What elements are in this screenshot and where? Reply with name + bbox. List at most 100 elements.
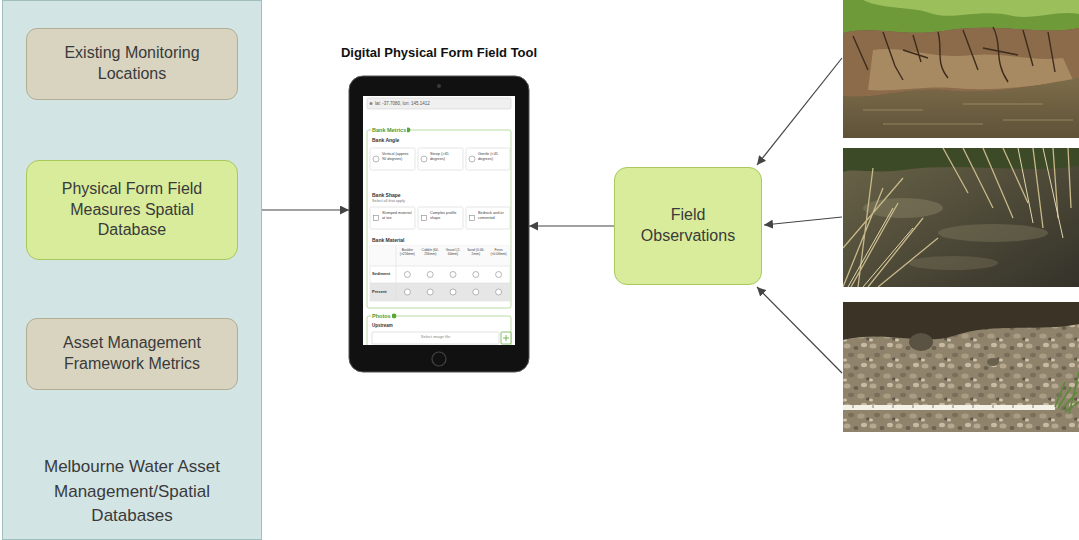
form-label: Photos [371, 313, 392, 320]
tablet-device-illustration [349, 76, 529, 372]
bank-erosion-photo [868, 49, 1073, 90]
bank-erosion-photo [843, 78, 1079, 138]
form-label: Present [372, 290, 387, 295]
form-label: Bank Metrics [371, 127, 407, 134]
gravel-tape-photo [987, 358, 999, 366]
stream-grass-photo [908, 256, 998, 270]
form-label: Select all that apply [372, 199, 405, 204]
form-screen [470, 216, 475, 221]
form-label: Sediment [372, 272, 390, 277]
form-screen [392, 314, 397, 319]
form-label: Gravel (2-64mm) [442, 249, 464, 257]
device-title: Digital Physical Form Field Tool [279, 45, 599, 62]
form-screen [421, 156, 427, 162]
database-box: Physical Form Field Measures Spatial Dat… [26, 160, 238, 260]
form-screen [427, 289, 433, 295]
form-screen [367, 316, 511, 345]
stream-grass-photo [843, 148, 1079, 287]
form-screen [496, 272, 502, 278]
form-screen [370, 148, 510, 229]
form-screen [496, 289, 502, 295]
form-label: Gentle (<45 degrees) [478, 152, 508, 161]
form-screen [367, 130, 511, 308]
form-label: Vertical (approx 90 degrees) [382, 152, 413, 161]
stream-grass-photo [843, 148, 1071, 287]
box-label: Existing Monitoring Locations [37, 43, 227, 85]
form-label: lat: -37.7080, lon: 145.1412 [375, 101, 507, 106]
form-screen [370, 246, 510, 301]
stream-grass-photo [938, 224, 1048, 242]
form-screen [404, 289, 410, 295]
bank-erosion-photo [863, 0, 1079, 17]
form-screen [469, 156, 475, 162]
gravel-tape-photo [843, 302, 1079, 432]
gravel-tape-photo [843, 302, 1079, 432]
form-screen [372, 332, 499, 344]
form-screen [427, 272, 433, 278]
process-box: Asset Management Framework Metrics [26, 318, 238, 390]
form-label: Bedrock and or cemented [478, 211, 508, 220]
process-box: Existing Monitoring Locations [26, 28, 238, 100]
form-screen [370, 207, 415, 229]
form-label: Sand (0.06-2mm) [465, 249, 487, 257]
tablet-device: Digital Physical Form Field Tool [349, 76, 529, 372]
form-screen [367, 98, 511, 109]
form-screen [370, 283, 510, 301]
connector-arrow [529, 225, 614, 226]
form-label: Bank Material [372, 237, 405, 243]
form-screen [370, 246, 510, 266]
form-screen [374, 216, 379, 221]
tablet-device-illustration [437, 84, 441, 88]
stream-grass-photo [848, 148, 1063, 287]
form-screen [450, 272, 456, 278]
form-label: Bank Angle [372, 137, 399, 143]
form-label: Bank Shape [372, 192, 401, 198]
form-screen [373, 156, 379, 162]
photo-arrow [757, 58, 842, 165]
bank-erosion-photo [853, 27, 1055, 82]
form-screen [450, 289, 456, 295]
form-screen [503, 335, 509, 341]
box-label: Physical Form Field Measures Spatial Dat… [37, 179, 227, 241]
bank-erosion-photo [843, 0, 1079, 33]
gravel-tape-photo [1055, 372, 1079, 414]
form-screen [367, 98, 511, 345]
photo-arrow [764, 217, 842, 225]
form-screen [473, 272, 479, 278]
form-screen [418, 148, 463, 170]
form-screen [370, 102, 373, 105]
tablet-device-illustration [363, 96, 515, 345]
form-screen [370, 246, 510, 301]
process-box: Field Observations [614, 167, 762, 285]
gravel-tape-photo [909, 333, 933, 351]
form-screen [373, 156, 475, 221]
box-label: Asset Management Framework Metrics [37, 333, 227, 375]
tablet-device-illustration [349, 76, 529, 372]
form-screen [404, 272, 501, 296]
form-screen [466, 207, 510, 229]
photo-arrow [757, 58, 842, 373]
form-screen [466, 148, 510, 170]
gravel-tape-photo [843, 302, 1079, 340]
form-screen [418, 207, 463, 229]
form-label: Cobble (64-256mm) [419, 249, 441, 257]
form-label: Upstream [372, 323, 393, 328]
form-label: Fines (<0.06mm) [488, 249, 510, 257]
form-screen [501, 332, 511, 344]
form-screen-texts: lat: -37.7080, lon: 145.1412Bank Metrics… [363, 96, 515, 345]
form-label: Boulder (>256mm) [396, 249, 418, 257]
box-label: Field Observations [625, 205, 751, 247]
gravel-tape-photo [853, 405, 1033, 408]
form-screen [422, 216, 427, 221]
gravel-tape-photo [843, 405, 1055, 410]
form-screen [473, 289, 479, 295]
form-label: Steep (>45 degrees) [430, 152, 461, 161]
bank-erosion-photo [843, 0, 1079, 138]
form-screen [370, 148, 415, 170]
stream-grass-photo [843, 148, 1079, 287]
bank-erosion-photo [843, 0, 1079, 138]
form-label: Slumped material at toe [382, 211, 413, 220]
form-label: Complex profile shape [430, 211, 461, 220]
form-screen [404, 272, 410, 278]
